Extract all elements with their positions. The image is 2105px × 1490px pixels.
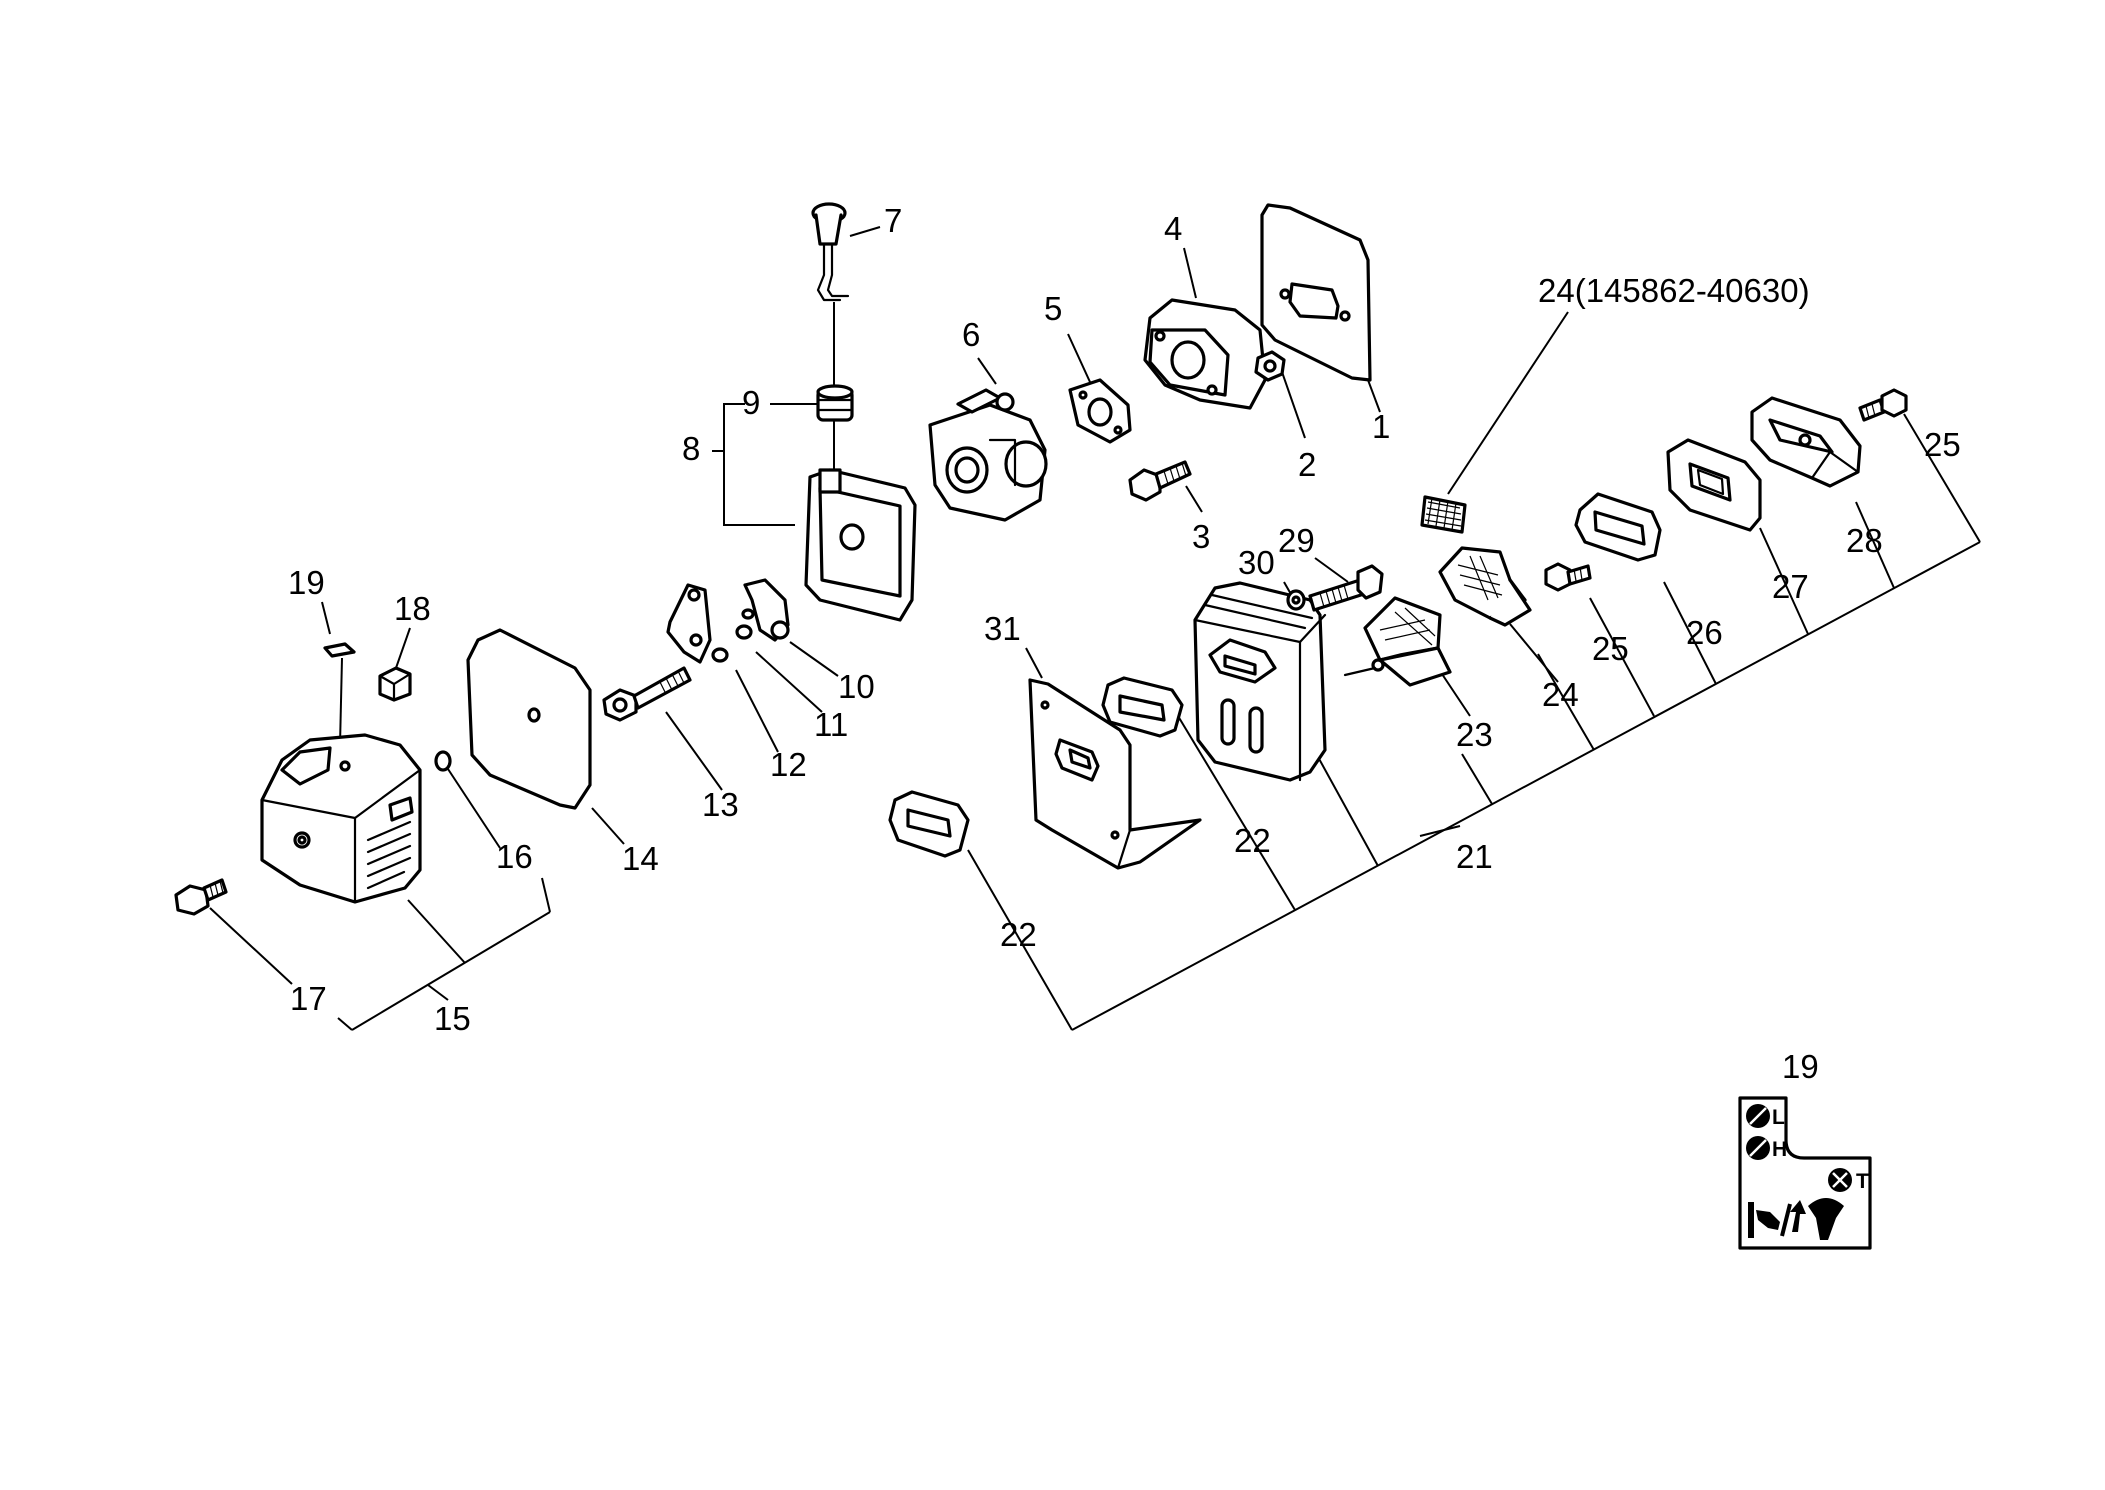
air-filter-part xyxy=(466,628,592,810)
callout-3: 3 xyxy=(1192,518,1210,555)
callout-19-plate: 19 xyxy=(1782,1048,1819,1085)
bolt-3-part xyxy=(1128,460,1192,502)
cylinder-gasket-part xyxy=(1260,203,1372,382)
plate-10-part xyxy=(743,578,790,642)
callout-24: 24 xyxy=(1542,676,1579,713)
part-drawings xyxy=(174,202,1908,916)
screw-17-part xyxy=(174,878,228,916)
muffler-gasket-left-part xyxy=(888,790,970,858)
callout-15: 15 xyxy=(434,1000,471,1037)
callout-24-part-number: 24(145862-40630) xyxy=(1538,272,1810,309)
carb-gasket-part xyxy=(1068,378,1132,444)
callout-22-lower: 22 xyxy=(1000,916,1037,953)
plate-12-part xyxy=(666,583,712,664)
air-cleaner-cover-part xyxy=(260,733,422,904)
callout-13: 13 xyxy=(702,786,739,823)
arrester-24-part xyxy=(1438,546,1532,627)
deflector-23-part xyxy=(1343,596,1452,687)
air-cleaner-case-part xyxy=(804,468,917,622)
screw-t-icon xyxy=(1828,1168,1852,1192)
plate-27-part xyxy=(1666,438,1762,532)
insulator-part xyxy=(1143,298,1267,410)
callout-18: 18 xyxy=(394,590,431,627)
callout-10: 10 xyxy=(838,668,875,705)
carburetor-part xyxy=(928,388,1048,522)
grommet-part xyxy=(816,384,854,422)
callout-6: 6 xyxy=(962,316,980,353)
block-18-part xyxy=(378,666,412,702)
callout-25-upper: 25 xyxy=(1924,426,1961,463)
leader-lines xyxy=(209,226,1981,1031)
bolt-29-part xyxy=(1308,564,1384,612)
callout-25-lower: 25 xyxy=(1592,630,1629,667)
callout-31: 31 xyxy=(984,610,1021,647)
bolt-13-part xyxy=(602,666,692,722)
callout-4: 4 xyxy=(1164,210,1182,247)
callout-14: 14 xyxy=(622,840,659,877)
washer-30-part xyxy=(1286,589,1306,611)
callout-23: 23 xyxy=(1456,716,1493,753)
gasket-26-part xyxy=(1574,492,1662,562)
callout-27: 27 xyxy=(1772,568,1809,605)
screw-25-upper-part xyxy=(1858,388,1908,422)
callout-22-upper: 22 xyxy=(1234,822,1271,859)
callout-8: 8 xyxy=(682,430,700,467)
callout-29: 29 xyxy=(1278,522,1315,559)
callout-5: 5 xyxy=(1044,290,1062,327)
callout-9: 9 xyxy=(742,384,760,421)
callout-labels: 1 2 3 4 5 6 7 8 9 10 11 12 13 14 15 16 1… xyxy=(288,202,1961,1085)
callout-1: 1 xyxy=(1372,408,1390,445)
callout-19: 19 xyxy=(288,564,325,601)
screw-h-icon xyxy=(1746,1136,1770,1160)
letter-t: T xyxy=(1856,1170,1869,1193)
adjustment-pictogram-icon xyxy=(1748,1198,1844,1240)
callout-21: 21 xyxy=(1456,838,1493,875)
callout-28: 28 xyxy=(1846,522,1883,559)
muffler-part xyxy=(1193,581,1327,782)
callout-26: 26 xyxy=(1686,614,1723,651)
callout-12: 12 xyxy=(770,746,807,783)
callout-17: 17 xyxy=(290,980,327,1017)
o-ring-part xyxy=(434,750,452,772)
screw-l-icon xyxy=(1746,1104,1770,1128)
callout-16: 16 xyxy=(496,838,533,875)
nut-part xyxy=(1254,350,1286,382)
callout-30: 30 xyxy=(1238,544,1275,581)
callout-11: 11 xyxy=(814,706,848,743)
label-chip-part xyxy=(323,642,356,658)
exhaust-cover-28-part xyxy=(1750,396,1862,488)
heat-shield-part xyxy=(1028,678,1202,870)
screen-24-part xyxy=(1420,495,1467,534)
screw-25-lower-part xyxy=(1544,562,1592,592)
letter-l: L xyxy=(1772,1106,1785,1129)
adjustment-label-plate: L H T xyxy=(1738,1096,1872,1250)
choke-rod-part xyxy=(811,202,850,302)
callout-2: 2 xyxy=(1298,446,1316,483)
muffler-gasket-middle-part xyxy=(1101,676,1184,738)
letter-h: H xyxy=(1772,1138,1787,1161)
callout-7: 7 xyxy=(884,202,902,239)
washer-11-part xyxy=(711,608,755,663)
